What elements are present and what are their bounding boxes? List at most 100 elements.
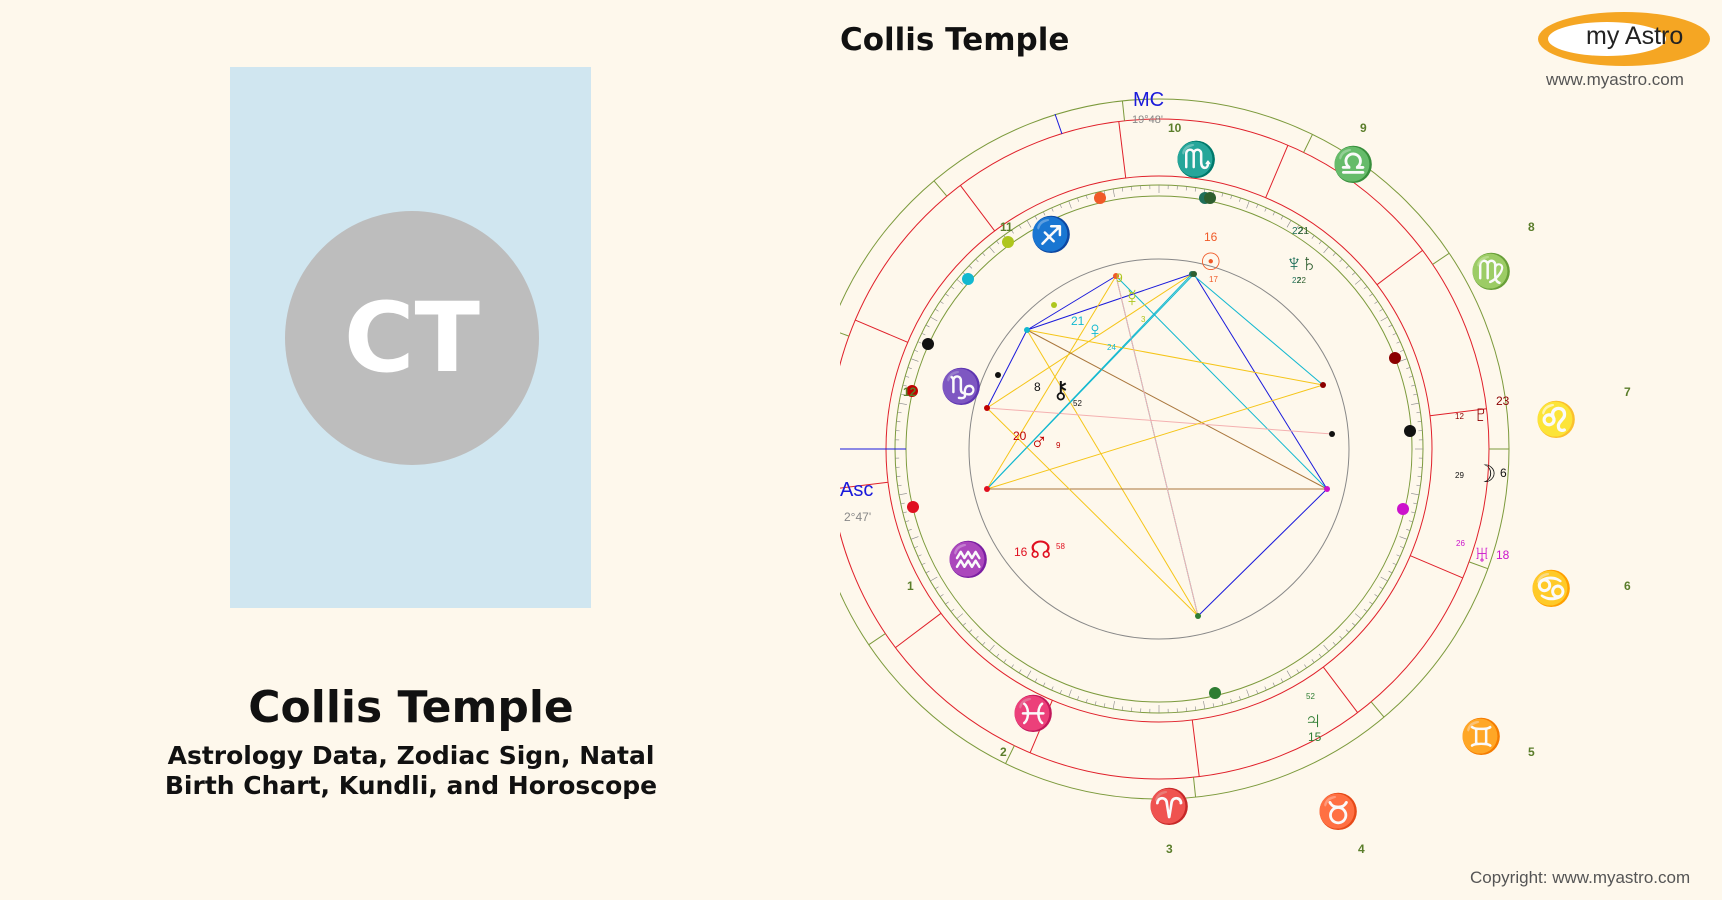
mc-degree: 19°48' xyxy=(1132,114,1163,126)
house-number: 12 xyxy=(903,385,917,399)
house-divider xyxy=(1370,701,1385,718)
degree-tick xyxy=(1379,586,1384,590)
degree-tick xyxy=(1363,286,1368,290)
degree-tick xyxy=(945,293,949,297)
degree-tick xyxy=(1406,529,1411,531)
house-number: 6 xyxy=(1624,579,1631,593)
degree-tick xyxy=(968,629,973,633)
degree-tick xyxy=(1408,375,1413,378)
degree-tick xyxy=(1094,701,1097,706)
sign-divider xyxy=(1322,666,1358,713)
planet-dot xyxy=(906,385,918,397)
degree-tick xyxy=(962,622,966,626)
degree-tick xyxy=(907,367,912,369)
north-node-degree: 16 xyxy=(1014,545,1028,559)
aspect-point xyxy=(1329,431,1335,437)
logo-text[interactable]: my Astro xyxy=(1586,22,1684,50)
degree-tick xyxy=(898,402,907,405)
planet-dot xyxy=(1397,503,1409,515)
degree-tick xyxy=(1411,493,1420,496)
sign-gemini-icon: ♊ xyxy=(1460,717,1502,756)
aspect-line xyxy=(986,384,1324,490)
sign-aries-icon: ♈ xyxy=(1148,787,1190,826)
saturn-icon: ♄ xyxy=(1300,250,1318,277)
saturn-minute: 22 xyxy=(1297,276,1306,285)
mercury-icon: ☿ xyxy=(1123,285,1141,312)
neptune-degree: 22 xyxy=(1292,226,1304,237)
aspect-line xyxy=(1115,275,1328,490)
sign-virgo-icon: ♍ xyxy=(1470,252,1512,291)
sun-icon: ☉ xyxy=(1200,249,1222,276)
sign-divider xyxy=(1118,121,1127,179)
page-subtitle: Astrology Data, Zodiac Sign, Natal Birth… xyxy=(0,741,822,801)
degree-tick xyxy=(1411,384,1416,387)
neptune-minute: 22 xyxy=(1292,276,1301,285)
degree-tick xyxy=(982,252,986,256)
degree-tick xyxy=(1311,235,1315,239)
degree-tick xyxy=(1246,200,1250,209)
degree-tick xyxy=(1369,601,1373,605)
degree-tick xyxy=(1411,402,1420,405)
degree-tick xyxy=(950,608,955,612)
degree-tick xyxy=(989,246,995,254)
degree-tick xyxy=(1374,301,1379,304)
degree-tick xyxy=(1103,703,1106,708)
aspect-point xyxy=(1320,382,1326,388)
aspect-line xyxy=(1193,273,1328,490)
asc-degree: 2°47' xyxy=(844,510,871,524)
aspect-line xyxy=(986,273,1193,409)
degree-tick xyxy=(1411,511,1416,514)
mars-minute: 9 xyxy=(1056,441,1061,450)
aspect-line xyxy=(1026,273,1193,331)
degree-tick xyxy=(1230,698,1233,703)
planet-dot xyxy=(1404,425,1416,437)
degree-tick xyxy=(905,375,910,378)
degree-tick xyxy=(1194,706,1197,711)
aspect-line xyxy=(986,407,1199,617)
natal-chart-wheel: ♒ ♓ ♈ ♉ ♊ ♋ ♌ ♍ ♎ ♏ ♐ ♑ 1 2 3 4 5 6 7 8 … xyxy=(840,89,1631,856)
degree-tick xyxy=(1212,703,1215,708)
sign-sagittarius-icon: ♐ xyxy=(1030,215,1072,254)
site-url[interactable]: www.myastro.com xyxy=(1546,70,1684,89)
degree-tick xyxy=(1034,215,1038,220)
degree-tick xyxy=(1264,686,1267,691)
degree-tick xyxy=(975,258,979,263)
degree-tick xyxy=(1318,240,1322,245)
degree-tick xyxy=(1379,308,1384,312)
degree-tick xyxy=(1018,224,1022,229)
venus-minute: 24 xyxy=(1107,343,1116,352)
degree-tick xyxy=(956,279,964,285)
degree-tick xyxy=(939,594,944,597)
degree-tick xyxy=(1256,689,1259,694)
aspect-point xyxy=(1191,271,1197,277)
degree-tick xyxy=(910,536,919,540)
house-divider xyxy=(1121,100,1126,121)
degree-tick xyxy=(1408,520,1413,523)
degree-tick xyxy=(1256,204,1259,209)
degree-tick xyxy=(1392,562,1397,565)
planet-dot xyxy=(922,338,934,350)
degree-tick xyxy=(1339,635,1343,640)
degree-tick xyxy=(1280,678,1284,683)
degree-tick xyxy=(1354,279,1362,285)
degree-tick xyxy=(1323,246,1329,254)
degree-tick xyxy=(1059,204,1062,209)
mars-degree: 20 xyxy=(1013,429,1027,443)
logo-badge-inner xyxy=(1548,22,1666,56)
north-node-minute: 58 xyxy=(1056,542,1065,551)
aspect-point xyxy=(995,372,1001,378)
degree-tick xyxy=(1413,393,1418,396)
house-number: 11 xyxy=(1000,220,1013,234)
house-number: 7 xyxy=(1624,385,1631,399)
degree-tick xyxy=(1399,536,1408,540)
mc-label: MC xyxy=(1133,89,1164,111)
degree-tick xyxy=(897,484,902,487)
sign-ring-inner xyxy=(885,175,1433,723)
house-number: 3 xyxy=(1166,842,1173,856)
pluto-degree: 23 xyxy=(1496,394,1510,408)
degree-tick xyxy=(1112,701,1115,710)
degree-tick xyxy=(1011,664,1014,669)
subtitle-line-2: Birth Chart, Kundli, and Horoscope xyxy=(164,771,658,800)
sign-divider xyxy=(1376,250,1423,286)
chart-title: Collis Temple xyxy=(840,22,1070,58)
